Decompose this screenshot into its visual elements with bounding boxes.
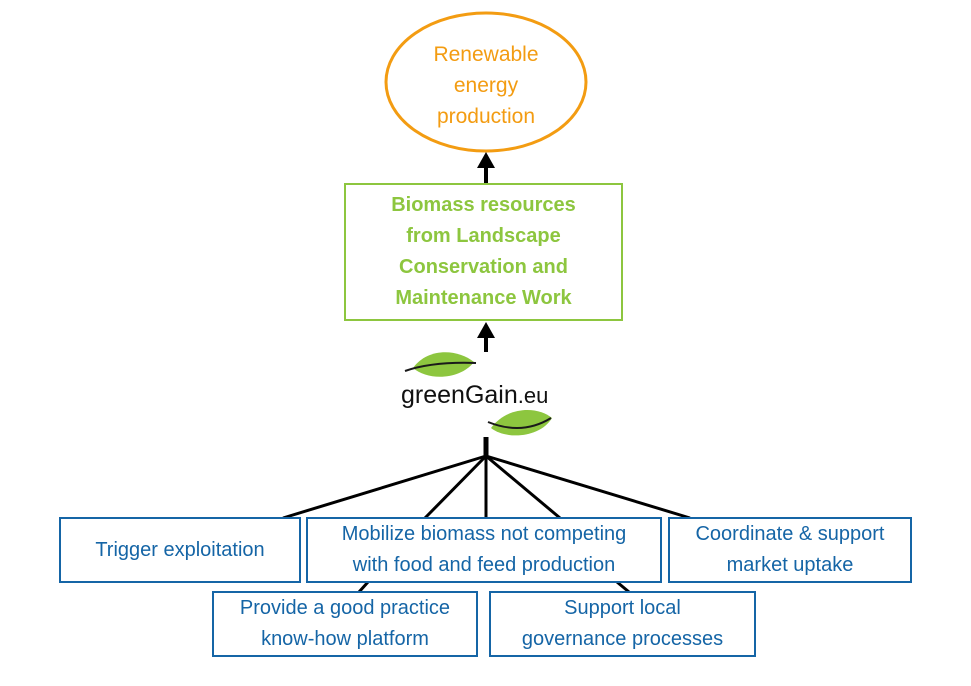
logo-suffix: .eu [517,383,549,408]
connector-to-box-2a [423,454,488,520]
objective-box-1 [59,517,301,583]
objective-label-4: Provide a good practice know-how platfor… [239,597,451,650]
connector-to-box-5 [616,580,630,594]
biomass-box [344,183,623,321]
logo-name: greenGain [401,381,518,409]
goal-ellipse [384,11,588,153]
objective-label-5: Support local governance processes [521,597,724,650]
connector-lines [282,454,691,594]
leaf-icon-bottom [487,409,552,436]
leaf-icon-top [404,352,477,377]
arrow-up-to-biomass [477,322,495,352]
greengain-logo: greenGain.eu [401,377,569,413]
objective-box-4 [212,591,478,657]
objective-label-1: Trigger exploitation [95,538,265,561]
objective-label-3: Coordinate & support market uptake [695,523,885,576]
connector-to-box-3 [485,454,691,520]
objective-box-5 [489,591,756,657]
goal-label: Renewable energy production [433,42,539,128]
objective-box-3 [668,517,912,583]
objective-label-2: Mobilize biomass not competing with food… [341,523,627,576]
connector-to-box-4 [357,580,370,594]
connector-to-box-1 [282,454,487,520]
arrow-up-to-goal [477,152,495,183]
biomass-label: Biomass resources from Landscape Conserv… [391,194,576,309]
objective-box-2 [306,517,662,583]
connector-to-box-2c [485,454,561,520]
